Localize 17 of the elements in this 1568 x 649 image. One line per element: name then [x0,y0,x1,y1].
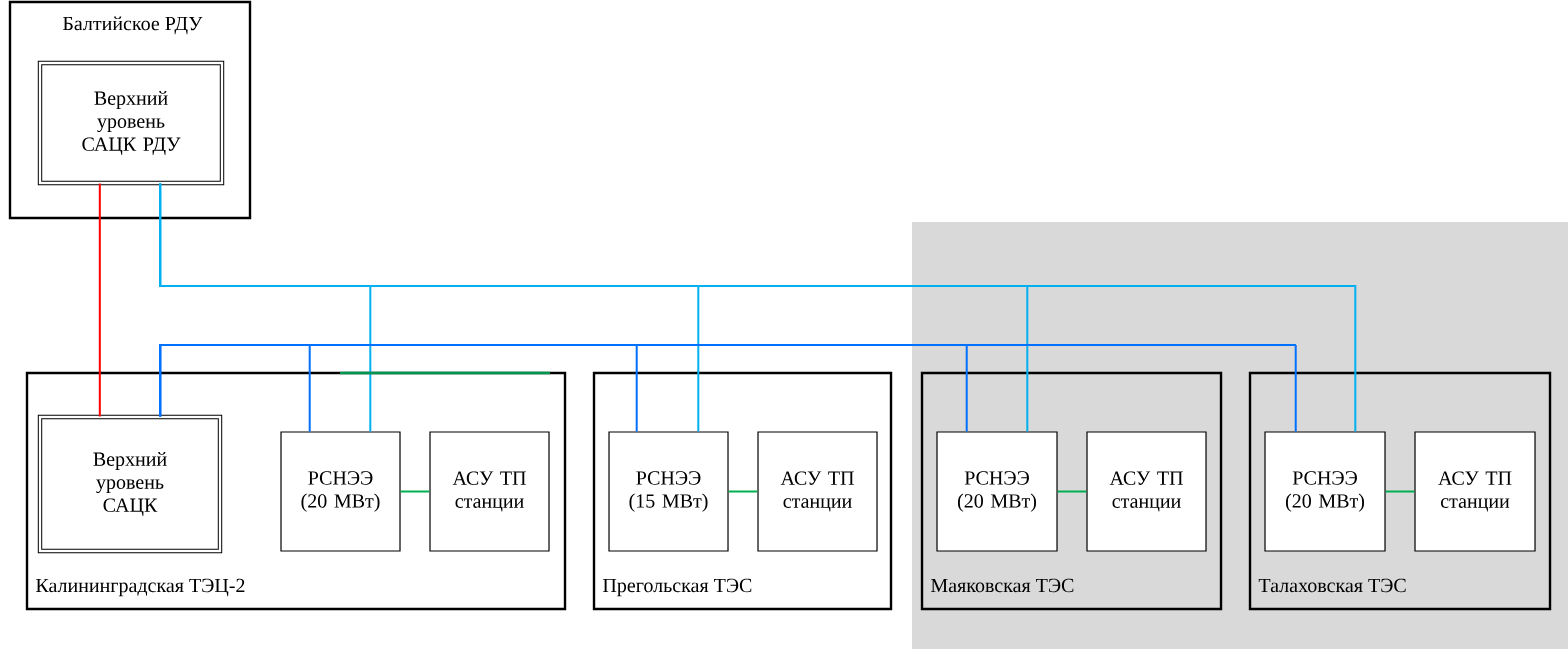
system-box: АСУ ТП станции [1086,431,1207,552]
system-box: АСУ ТП станции [429,431,550,552]
system-box: Верхний уровень САЦК [37,414,223,554]
connector-line [98,182,101,418]
connector-line [1056,490,1088,493]
connector-line [727,490,759,493]
connector-line [1384,490,1416,493]
system-box: РСНЭЭ (20 МВт) [936,431,1058,552]
system-box: Верхний уровень САЦК РДУ [37,60,225,186]
system-box: АСУ ТП станции [1414,431,1536,552]
connector-line [159,344,1297,433]
system-box: АСУ ТП станции [757,431,878,552]
connector-line [159,182,1357,433]
connector-line [399,490,431,493]
system-box: РСНЭЭ (20 МВт) [1264,431,1386,552]
system-box: РСНЭЭ (20 МВт) [280,431,401,552]
system-box: РСНЭЭ (15 МВт) [608,431,729,552]
